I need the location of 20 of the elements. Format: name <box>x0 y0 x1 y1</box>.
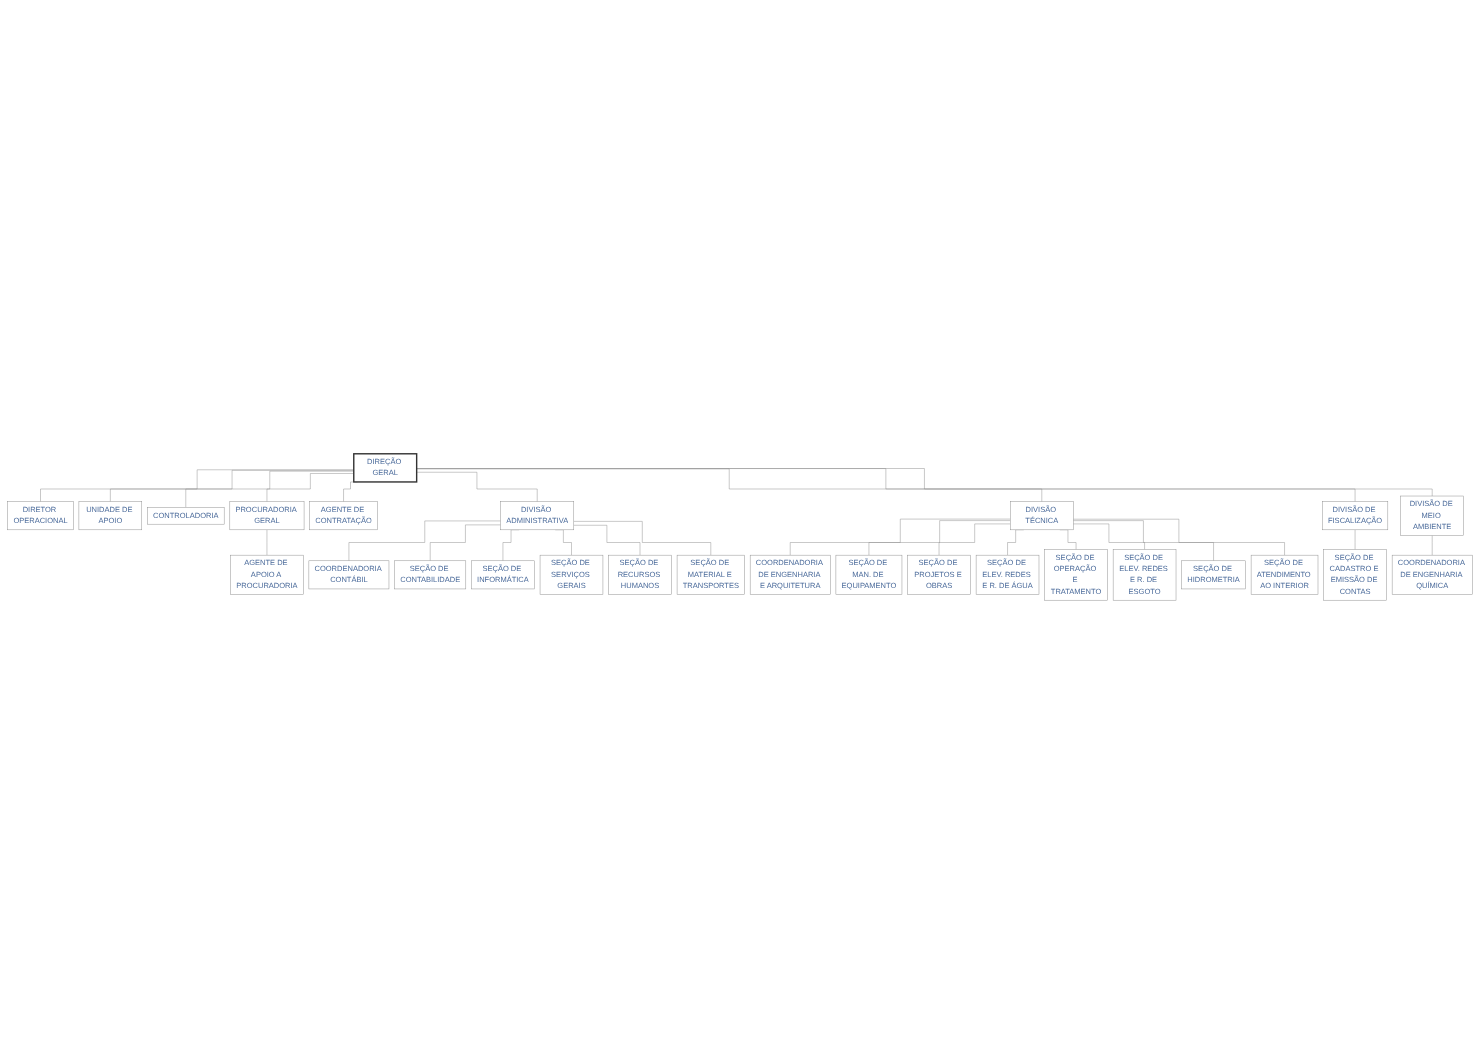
connector <box>110 470 354 502</box>
connector <box>416 472 538 502</box>
connector <box>416 468 1433 497</box>
connector <box>1073 520 1214 562</box>
connector <box>40 469 354 502</box>
connector <box>573 525 641 556</box>
connector <box>266 473 354 502</box>
connector <box>416 468 1356 502</box>
connector <box>1073 523 1145 550</box>
connector <box>1431 535 1433 556</box>
connector <box>868 520 1011 556</box>
connector <box>343 481 358 502</box>
connector <box>348 520 501 562</box>
connector <box>1073 518 1285 556</box>
connector <box>429 524 501 562</box>
connector <box>185 470 354 508</box>
connector <box>790 518 1011 556</box>
connector <box>573 521 712 556</box>
connector <box>416 468 1043 502</box>
connector <box>938 523 1011 556</box>
